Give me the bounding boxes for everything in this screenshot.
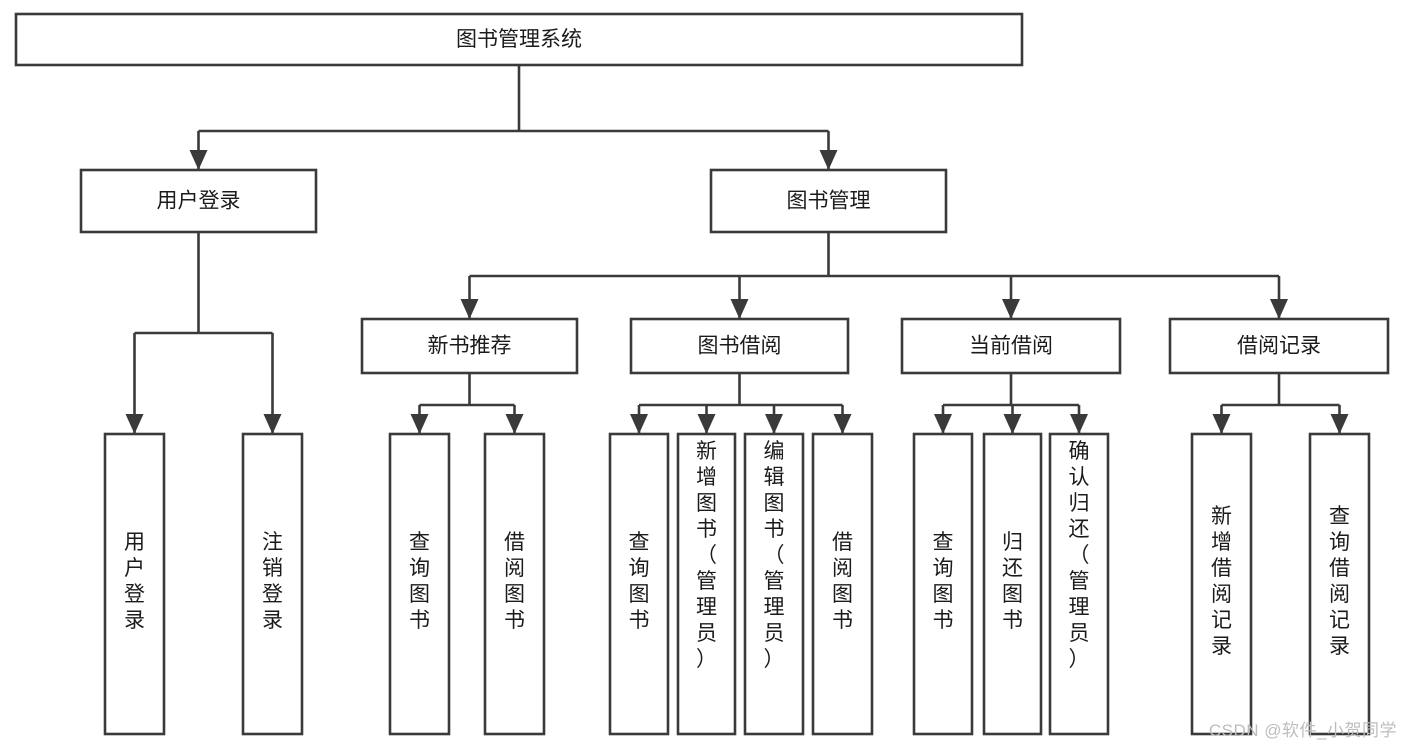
node-label: 用户登录 <box>124 531 145 632</box>
node-leaf-edit-book[interactable]: 编辑图书（管理员） <box>743 432 805 736</box>
node-layer: 图书管理系统用户登录图书管理新书推荐图书借阅当前借阅借阅记录用户登录注销登录查询… <box>14 12 1390 736</box>
node-leaf-add-record[interactable]: 新增借阅记录 <box>1190 432 1253 736</box>
node-box <box>982 432 1043 736</box>
node-box <box>912 432 974 736</box>
node-leaf-user-login[interactable]: 用户登录 <box>103 432 166 736</box>
node-box <box>709 168 948 234</box>
node-label: 查询图书 <box>409 531 430 632</box>
node-box <box>241 432 304 736</box>
node-new-book-recommend[interactable]: 新书推荐 <box>360 317 579 375</box>
node-leaf-borrow-book-1[interactable]: 借阅图书 <box>483 432 546 736</box>
node-current-borrow[interactable]: 当前借阅 <box>900 317 1122 375</box>
node-box <box>360 317 579 375</box>
arrow-head-icon <box>1070 414 1088 434</box>
arrow-head-icon <box>460 299 479 319</box>
node-leaf-query-record[interactable]: 查询借阅记录 <box>1308 432 1371 736</box>
node-borrow-record[interactable]: 借阅记录 <box>1168 317 1390 375</box>
arrow-head-icon <box>630 414 648 434</box>
node-root[interactable]: 图书管理系统 <box>14 12 1024 67</box>
node-box <box>1308 432 1371 736</box>
node-box <box>676 432 737 736</box>
node-box <box>1190 432 1253 736</box>
node-box <box>629 317 850 375</box>
arrow-head-icon <box>1002 299 1020 319</box>
node-book-borrow[interactable]: 图书借阅 <box>629 317 850 375</box>
node-label: 新增借阅记录 <box>1211 505 1232 658</box>
node-label: 查询图书 <box>933 531 954 632</box>
node-leaf-return-book[interactable]: 归还图书 <box>982 432 1043 736</box>
arrow-head-icon <box>1003 414 1022 434</box>
node-leaf-add-book[interactable]: 新增图书（管理员） <box>676 432 737 736</box>
node-label: 查询借阅记录 <box>1329 505 1350 658</box>
node-box <box>14 12 1024 67</box>
node-box <box>608 432 670 736</box>
node-label: 借阅记录 <box>1237 335 1321 358</box>
node-label: 新增图书（管理员） <box>696 440 717 671</box>
node-user-login[interactable]: 用户登录 <box>79 168 318 234</box>
node-leaf-query-book-2[interactable]: 查询图书 <box>608 432 670 736</box>
arrow-head-icon <box>263 414 282 434</box>
arrow-head-icon <box>730 299 749 319</box>
node-leaf-query-book-3[interactable]: 查询图书 <box>912 432 974 736</box>
arrow-head-icon <box>765 414 783 434</box>
node-label: 当前借阅 <box>969 335 1053 358</box>
arrow-head-icon <box>934 414 952 434</box>
node-book-manage[interactable]: 图书管理 <box>709 168 948 234</box>
node-box <box>900 317 1122 375</box>
node-label: 图书管理 <box>787 190 871 213</box>
node-box <box>79 168 318 234</box>
node-label: 图书借阅 <box>698 335 782 358</box>
node-box <box>811 432 874 736</box>
arrow-head-icon <box>833 414 852 434</box>
node-label: 归还图书 <box>1002 531 1023 632</box>
arrow-head-icon <box>1270 299 1288 319</box>
node-label: 查询图书 <box>629 531 650 632</box>
node-label: 借阅图书 <box>504 531 525 632</box>
node-box <box>388 432 451 736</box>
arrow-head-icon <box>189 150 208 170</box>
arrow-head-icon <box>697 414 716 434</box>
node-leaf-query-book-1[interactable]: 查询图书 <box>388 432 451 736</box>
node-box <box>743 432 805 736</box>
node-label: 新书推荐 <box>428 335 512 358</box>
node-label: 编辑图书（管理员） <box>764 440 785 671</box>
arrow-head-icon <box>410 414 429 434</box>
arrow-head-icon <box>819 150 838 170</box>
node-leaf-confirm-return[interactable]: 确认归还（管理员） <box>1048 432 1110 736</box>
arrow-head-icon <box>1212 414 1231 434</box>
node-label: 图书管理系统 <box>456 28 582 51</box>
edge-layer <box>125 65 1349 434</box>
node-box <box>1168 317 1390 375</box>
node-leaf-borrow-book-2[interactable]: 借阅图书 <box>811 432 874 736</box>
node-label: 借阅图书 <box>832 531 853 632</box>
node-box <box>103 432 166 736</box>
arrow-head-icon <box>125 414 144 434</box>
arrow-head-icon <box>1330 414 1349 434</box>
node-label: 用户登录 <box>157 190 241 213</box>
node-label: 确认归还（管理员） <box>1069 440 1090 671</box>
node-leaf-logout[interactable]: 注销登录 <box>241 432 304 736</box>
arrow-head-icon <box>505 414 524 434</box>
node-box <box>483 432 546 736</box>
node-box <box>1048 432 1110 736</box>
node-label: 注销登录 <box>262 531 283 632</box>
